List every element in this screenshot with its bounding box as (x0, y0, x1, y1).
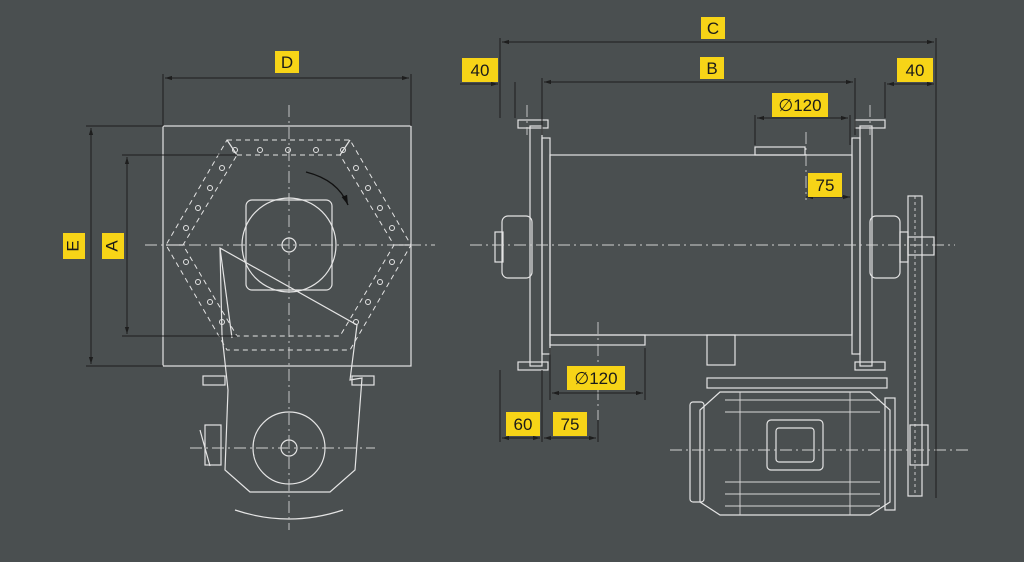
chain-guard (219, 246, 363, 493)
dim-e-label: E (63, 240, 82, 251)
dim-bottom-75-label: 75 (561, 415, 580, 434)
motor (689, 391, 896, 516)
bolt-holes (183, 147, 395, 325)
dim-b-label: B (706, 59, 717, 78)
top-inlet (754, 146, 806, 156)
bottom-outlet (549, 334, 646, 346)
side-cap (204, 424, 222, 466)
dim-c-label: C (707, 19, 719, 38)
dim-d-label: D (281, 53, 293, 72)
rotation-arrow-icon (305, 171, 349, 206)
dim-right-40-label: 40 (906, 61, 925, 80)
dim-bottom-dia-label: ∅120 (574, 369, 617, 388)
left-bearing (501, 215, 533, 279)
front-view (145, 105, 435, 530)
rotor-hexagon-inner (182, 154, 395, 337)
dimension-c: C (499, 17, 937, 498)
dim-a-label: A (102, 240, 121, 252)
dim-left-40-label: 40 (471, 61, 490, 80)
dimension-right-40: 40 (884, 58, 934, 118)
dimension-top-dia: ∅120 (754, 93, 851, 145)
dimension-bottom-dia: ∅120 (549, 348, 646, 400)
side-view (470, 105, 970, 516)
dim-top-dia-label: ∅120 (778, 96, 821, 115)
dimension-d: D (162, 51, 412, 126)
dimension-b: B (541, 57, 856, 135)
housing-outline (162, 125, 412, 367)
dimension-bottom-60-75: 60 75 (499, 370, 599, 442)
right-bearing (869, 215, 901, 279)
dimension-left-40: 40 (460, 58, 516, 118)
terminal-box (766, 419, 824, 471)
dimension-a: A (102, 154, 237, 337)
dimension-right-75: 75 (806, 173, 850, 200)
dimension-e: E (63, 125, 163, 367)
dim-right-75-label: 75 (816, 176, 835, 195)
dim-bottom-60-label: 60 (514, 415, 533, 434)
